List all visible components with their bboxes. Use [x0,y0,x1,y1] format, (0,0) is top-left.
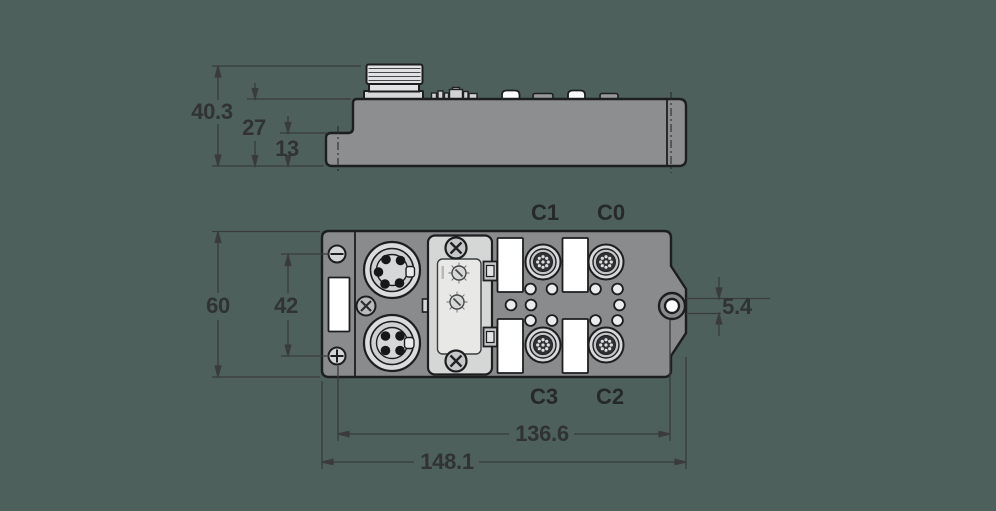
dim-hole-diameter: 5.4 [722,294,752,319]
m12-connector-c0 [587,243,625,281]
m12-connector-c2 [587,326,625,364]
dim-overall-length: 148.1 [420,449,474,474]
power-connector-bottom [362,313,422,373]
io-label-plates [496,237,589,374]
side-view-top-fittings [430,86,478,100]
connector-label-c0: C0 [596,200,626,225]
mounting-hole-right [657,291,687,321]
mounting-screw-bottom [327,346,347,366]
side-view-housing [324,97,688,168]
dim-hole-spacing: 136.6 [515,421,569,446]
dim-screw-spacing: 42 [274,293,298,318]
panel-hinge-bottom [482,326,498,348]
dim-housing-height: 27 [242,115,266,140]
side-view [324,63,688,173]
rotary-switch-bottom [446,291,468,313]
mounting-screw-top [327,244,347,264]
m12-connector-c1 [524,243,562,281]
power-connector-top [362,240,422,300]
side-view-threaded-connector-icon [363,63,424,101]
dim-front-height: 60 [206,293,230,318]
side-view-clip-icon [501,89,521,100]
front-view [320,229,688,379]
side-view-clip-icon [567,89,586,100]
dim-base-height: 13 [275,136,299,161]
rotary-switch-top [448,262,470,284]
panel-screw-bottom [444,349,468,373]
status-leds [504,282,626,327]
housing-screw-center [355,295,377,317]
panel-hinge-top [482,260,498,282]
panel-screw-top [444,236,468,260]
connector-label-c1: C1 [530,200,560,225]
dimension-lines [212,65,770,469]
flange-label [327,276,351,333]
connector-label-c2: C2 [595,384,625,409]
dim-overall-height: 40.3 [191,99,233,124]
service-panel [421,234,498,376]
m12-connector-c3 [524,326,562,364]
m12-connectors [524,243,625,364]
connector-label-c3: C3 [529,384,559,409]
